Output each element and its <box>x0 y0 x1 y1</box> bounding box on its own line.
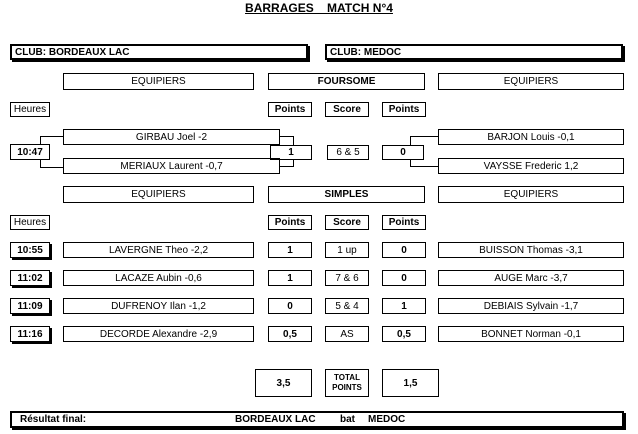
simple-1-score: 1 up <box>325 242 369 258</box>
simple-3-left-points: 0 <box>268 298 312 314</box>
total-left: 3,5 <box>255 369 312 397</box>
simple-4-right: BONNET Norman -0,1 <box>438 326 624 342</box>
final-result: Résultat final: BORDEAUX LAC bat MEDOC <box>10 411 624 428</box>
points-label-left: Points <box>268 102 312 117</box>
simple-2-right-points: 0 <box>382 270 426 286</box>
simple-4-left-points: 0,5 <box>268 326 312 342</box>
simples-header: SIMPLES <box>268 186 425 203</box>
equipiers-right-header-simples: EQUIPIERS <box>438 186 624 203</box>
points-label-right-simples: Points <box>382 215 426 230</box>
total-label-line1: TOTAL <box>334 373 360 382</box>
foursome-right-player-1: BARJON Louis -0,1 <box>438 129 624 145</box>
simple-1-right-points: 0 <box>382 242 426 258</box>
simple-4-score: AS <box>325 326 369 342</box>
simple-2-score: 7 & 6 <box>325 270 369 286</box>
foursome-left-points: 1 <box>270 145 312 160</box>
score-label-simples: Score <box>325 215 369 230</box>
simple-1-left: LAVERGNE Theo -2,2 <box>63 242 254 258</box>
club-right: CLUB: MEDOC <box>325 44 623 60</box>
simple-1-time: 10:55 <box>10 242 50 258</box>
simple-4-left: DECORDE Alexandre -2,9 <box>63 326 254 342</box>
simple-3-left: DUFRENOY Ilan -1,2 <box>63 298 254 314</box>
heures-label-simples: Heures <box>10 215 50 230</box>
score-label: Score <box>325 102 369 117</box>
result-winner: BORDEAUX LAC <box>235 414 316 425</box>
simple-2-left: LACAZE Aubin -0,6 <box>63 270 254 286</box>
simple-3-time: 11:09 <box>10 298 50 314</box>
foursome-left-player-1: GIRBAU Joel -2 <box>63 129 280 145</box>
equipiers-left-header: EQUIPIERS <box>63 73 254 90</box>
equipiers-left-header-simples: EQUIPIERS <box>63 186 254 203</box>
foursome-left-player-2: MERIAUX Laurent -0,7 <box>63 158 280 174</box>
foursome-time: 10:47 <box>10 144 50 160</box>
simple-2-right: AUGE Marc -3,7 <box>438 270 624 286</box>
simple-1-left-points: 1 <box>268 242 312 258</box>
equipiers-right-header: EQUIPIERS <box>438 73 624 90</box>
points-label-left-simples: Points <box>268 215 312 230</box>
simple-4-time: 11:16 <box>10 326 50 342</box>
foursome-right-player-2: VAYSSE Frederic 1,2 <box>438 158 624 174</box>
foursome-header: FOURSOME <box>268 73 425 90</box>
total-label: TOTAL POINTS <box>325 369 369 397</box>
simple-2-left-points: 1 <box>268 270 312 286</box>
simple-3-right-points: 1 <box>382 298 426 314</box>
points-label-right: Points <box>382 102 426 117</box>
simple-3-score: 5 & 4 <box>325 298 369 314</box>
foursome-score: 6 & 5 <box>327 145 369 160</box>
simple-4-right-points: 0,5 <box>382 326 426 342</box>
club-left: CLUB: BORDEAUX LAC <box>10 44 308 60</box>
result-label: Résultat final: <box>20 414 87 425</box>
result-loser: MEDOC <box>368 414 406 425</box>
result-verb: bat <box>340 414 355 425</box>
page-title: BARRAGES MATCH N°4 <box>245 1 393 15</box>
heures-label: Heures <box>10 102 50 117</box>
foursome-right-points: 0 <box>382 145 424 160</box>
simple-2-time: 11:02 <box>10 270 50 286</box>
total-right: 1,5 <box>382 369 439 397</box>
total-label-line2: POINTS <box>332 383 362 392</box>
simple-3-right: DEBIAIS Sylvain -1,7 <box>438 298 624 314</box>
simple-1-right: BUISSON Thomas -3,1 <box>438 242 624 258</box>
